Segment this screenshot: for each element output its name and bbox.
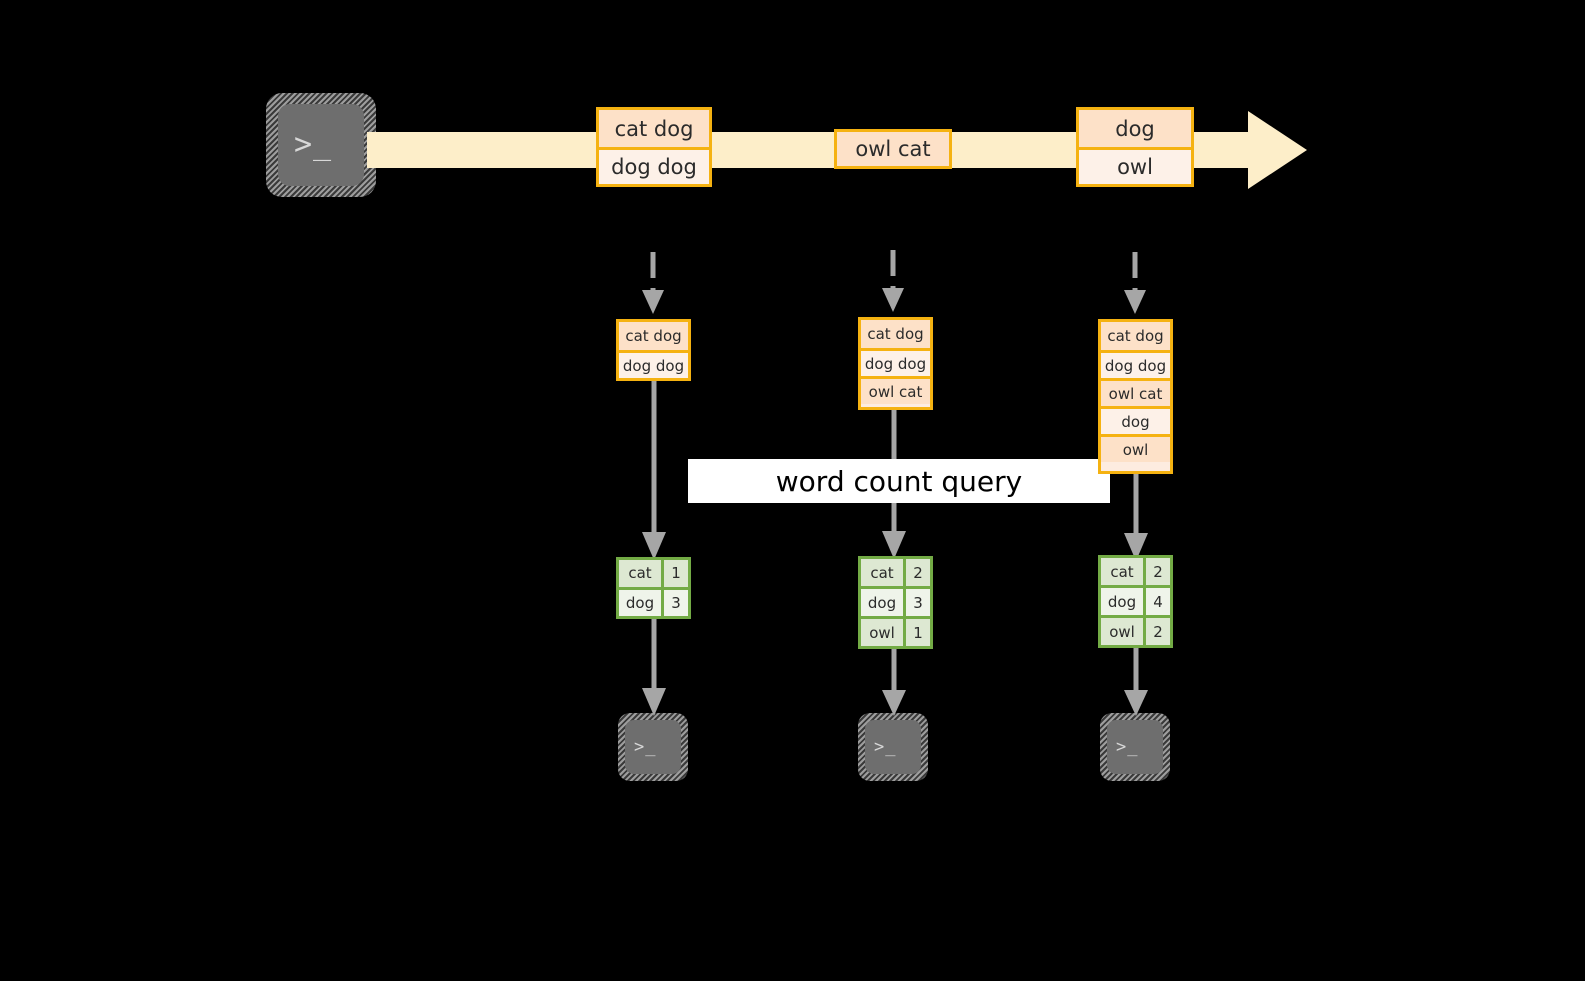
snapshot-line: dog dog [861, 348, 930, 376]
table-row: cat 2 [1101, 558, 1170, 585]
count-cell: 4 [1146, 588, 1170, 615]
terminal-prompt-glyph: >_ [634, 736, 657, 757]
source-terminal-icon: >_ [266, 93, 376, 197]
table-row: owl 1 [861, 616, 930, 646]
dashed-connector-1 [642, 252, 664, 314]
sink-connector-3 [1124, 647, 1148, 716]
query-label-text: word count query [775, 464, 1023, 498]
snapshot-line: dog [1101, 406, 1170, 434]
table-row: dog 3 [619, 586, 688, 616]
record-line: owl cat [837, 132, 949, 166]
terminal-prompt-glyph: >_ [1116, 736, 1139, 757]
word-cell: owl [1101, 618, 1146, 645]
count-cell: 2 [1146, 558, 1170, 585]
word-cell: cat [861, 559, 906, 586]
terminal-prompt-glyph: >_ [294, 127, 333, 162]
record-line: cat dog [599, 110, 709, 147]
snapshot-1: cat dog dog dog [616, 319, 691, 381]
table-row: dog 4 [1101, 585, 1170, 615]
count-cell: 1 [906, 619, 930, 646]
word-cell: dog [1101, 588, 1146, 615]
snapshot-line: cat dog [861, 320, 930, 348]
table-row: dog 3 [861, 586, 930, 616]
record-line: dog [1079, 110, 1191, 147]
table-row: cat 1 [619, 560, 688, 587]
sink-connector-2 [882, 648, 906, 716]
count-cell: 3 [664, 589, 688, 616]
record-line: dog dog [599, 147, 709, 184]
result-table-1: cat 1 dog 3 [616, 557, 691, 619]
query-connector-1 [642, 380, 666, 560]
snapshot-line: cat dog [1101, 322, 1170, 350]
snapshot-2: cat dog dog dog owl cat [858, 317, 933, 410]
sink-connector-1 [642, 618, 666, 716]
sink-terminal-2-icon: >_ [858, 713, 928, 781]
terminal-prompt-glyph: >_ [874, 736, 897, 757]
snapshot-line: dog dog [619, 350, 688, 378]
snapshot-3: cat dog dog dog owl cat dog owl [1098, 319, 1173, 474]
sink-terminal-3-icon: >_ [1100, 713, 1170, 781]
query-label-band: word count query [688, 459, 1110, 503]
snapshot-line: owl [1101, 434, 1170, 462]
word-cell: cat [1101, 558, 1146, 585]
result-table-2: cat 2 dog 3 owl 1 [858, 556, 933, 649]
stream-record-3: dog owl [1076, 107, 1194, 187]
snapshot-line: cat dog [619, 322, 688, 350]
count-cell: 3 [906, 589, 930, 616]
stream-record-2: owl cat [834, 129, 952, 169]
word-cell: owl [861, 619, 906, 646]
snapshot-line: owl cat [1101, 378, 1170, 406]
record-line: owl [1079, 147, 1191, 184]
table-row: owl 2 [1101, 615, 1170, 645]
dashed-connector-2 [882, 250, 904, 312]
dashed-connector-3 [1124, 252, 1146, 314]
count-cell: 1 [664, 560, 688, 587]
snapshot-line: dog dog [1101, 350, 1170, 378]
query-connector-3 [1124, 473, 1148, 561]
count-cell: 2 [1146, 618, 1170, 645]
word-cell: dog [619, 589, 664, 616]
count-cell: 2 [906, 559, 930, 586]
result-table-3: cat 2 dog 4 owl 2 [1098, 555, 1173, 648]
table-row: cat 2 [861, 559, 930, 586]
word-cell: cat [619, 560, 664, 587]
sink-terminal-1-icon: >_ [618, 713, 688, 781]
word-cell: dog [861, 589, 906, 616]
snapshot-line: owl cat [861, 376, 930, 404]
stream-record-1: cat dog dog dog [596, 107, 712, 187]
